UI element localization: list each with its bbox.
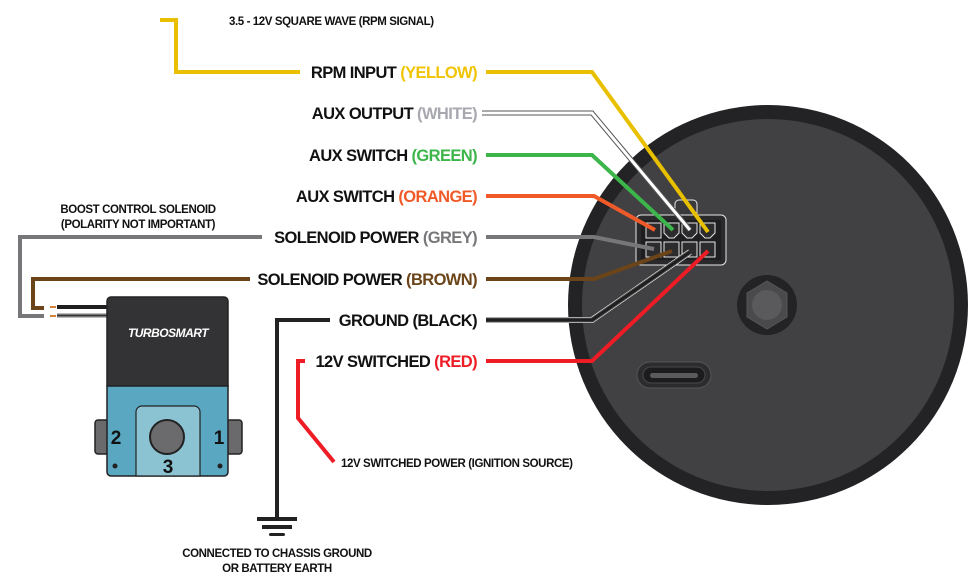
label-aux-output: AUX OUTPUT (WHITE)	[312, 105, 477, 123]
boost-control-solenoid: TURBOSMART 2 3 1	[50, 296, 243, 478]
solenoid-title-line1: BOOST CONTROL SOLENOID	[60, 204, 215, 216]
label-aux-switch-orange: AUX SWITCH (ORANGE)	[296, 188, 477, 206]
label-ground-black: GROUND (BLACK)	[339, 312, 477, 330]
wire-rpm-yellow	[160, 18, 710, 234]
ground-note-line1: CONNECTED TO CHASSIS GROUND	[182, 548, 372, 560]
controller-device	[568, 105, 968, 505]
label-solenoid-power-grey: SOLENOID POWER (GREY)	[274, 229, 477, 247]
red-wire-note: 12V SWITCHED POWER (IGNITION SOURCE)	[341, 458, 573, 470]
wire-solenoid-grey	[18, 235, 655, 318]
solenoid-title-line2: (POLARITY NOT IMPORTANT)	[61, 219, 216, 231]
usb-c-port-icon[interactable]	[636, 361, 712, 389]
label-aux-switch-green: AUX SWITCH (GREEN)	[309, 147, 477, 165]
wire-12v-red	[296, 249, 710, 464]
wire-aux-switch-orange	[486, 194, 656, 232]
wire-aux-output-white	[482, 110, 692, 232]
label-12v-switched: 12V SWITCHED (RED)	[315, 353, 477, 371]
port-3-label: 3	[163, 457, 174, 478]
wire-solenoid-brown	[31, 249, 673, 310]
wire-aux-switch-green	[486, 153, 675, 232]
ground-note-line2: OR BATTERY EARTH	[222, 563, 332, 575]
port-1-label: 1	[214, 428, 225, 449]
port-2-label: 2	[111, 428, 122, 449]
ground-symbol-icon	[257, 517, 297, 536]
turbosmart-logo: TURBOSMART	[128, 326, 210, 340]
wire-ground-black	[275, 249, 692, 518]
mounting-bolt-icon	[737, 275, 797, 335]
rpm-signal-note: 3.5 - 12V SQUARE WAVE (RPM SIGNAL)	[229, 16, 434, 28]
label-solenoid-power-brown: SOLENOID POWER (BROWN)	[257, 271, 477, 289]
label-rpm-input: RPM INPUT (YELLOW)	[311, 64, 477, 82]
